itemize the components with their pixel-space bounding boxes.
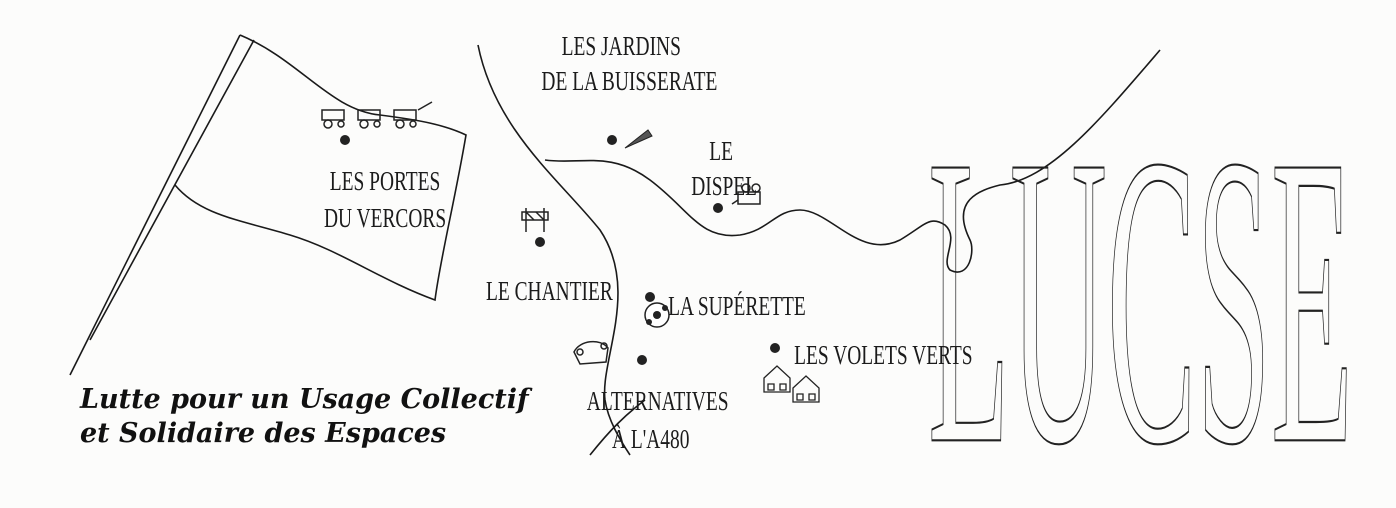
tagline-line1: Lutte pour un Usage Collectif (79, 384, 533, 415)
place-label: LES PORTES (330, 167, 441, 197)
place-label: À L'A480 (612, 425, 689, 455)
carrot-icon (624, 129, 653, 149)
place-label: LES VOLETS VERTS (794, 341, 972, 371)
barrier-icon (521, 208, 549, 232)
place-dot (535, 237, 545, 247)
place-dot (713, 203, 723, 213)
place-label: LE CHANTIER (486, 277, 613, 307)
place-label: LA SUPÉRETTE (668, 292, 806, 322)
car-icon (573, 340, 609, 365)
movie-camera-icon (731, 183, 761, 205)
place-dot (637, 355, 647, 365)
road-line (477, 44, 631, 456)
soccer-ball-icon (644, 302, 670, 328)
place-dot (645, 292, 655, 302)
tagline-line2: et Solidaire des Espaces (80, 418, 446, 449)
place-label: LES JARDINS (562, 32, 681, 62)
road-line-lower (589, 399, 646, 456)
house-icon (763, 365, 820, 403)
place-dot (770, 343, 780, 353)
flag-drawing (69, 34, 467, 376)
place-label: ALTERNATIVES (587, 387, 729, 417)
place-dot (340, 135, 350, 145)
place-label: DISPEL (691, 172, 757, 202)
place-label: DE LA BUISSERATE (541, 67, 717, 97)
place-label: DU VERCORS (324, 204, 446, 234)
place-label: LE (709, 137, 733, 167)
lucse-logo: LUCSE (928, 70, 1353, 508)
place-dot (607, 135, 617, 145)
tractor-icon (321, 101, 433, 129)
river-line (544, 49, 1161, 273)
